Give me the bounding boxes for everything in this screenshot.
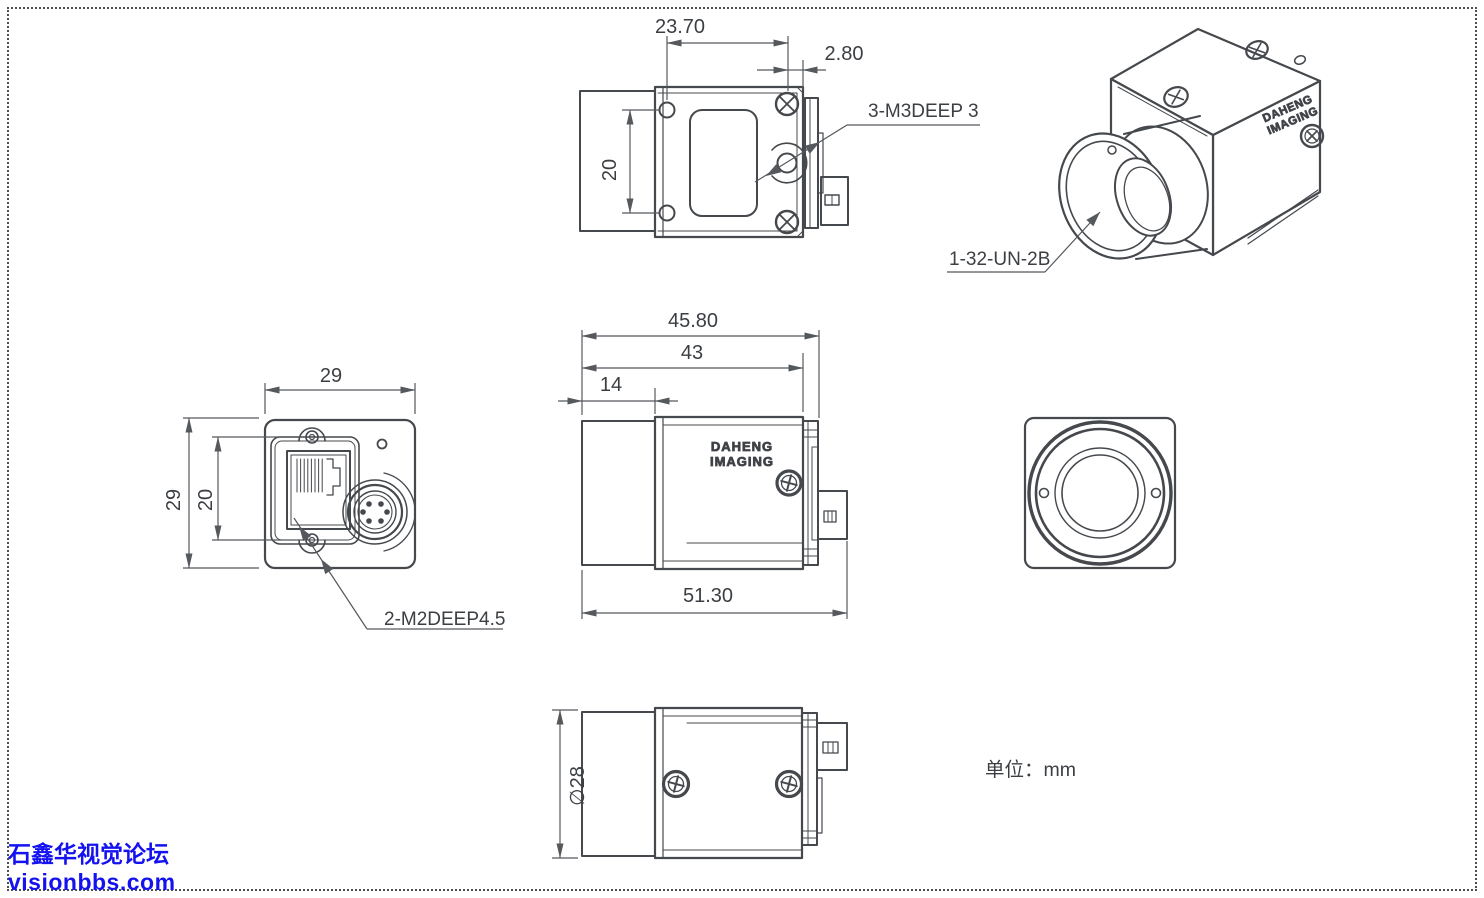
top-view-dimensions <box>622 36 980 214</box>
callout-1-32-un-2b: 1-32-UN-2B <box>949 249 1050 270</box>
lens-opening <box>1113 157 1173 237</box>
pin-hole <box>1150 487 1162 499</box>
lens-barrel <box>581 420 656 566</box>
unit-note: 单位：mm <box>985 759 1076 781</box>
daheng-imaging-logo: DAHENG IMAGING <box>710 439 774 470</box>
svg-text:IMAGING: IMAGING <box>710 454 774 469</box>
lens-opening <box>1061 454 1139 532</box>
dim-label-2-80: 2.80 <box>825 43 864 65</box>
watermark-site-url: visionbbs.com <box>8 869 176 895</box>
dim-label-20-back: 20 <box>195 489 217 511</box>
perspective-view: DAHENG IMAGING <box>1058 27 1325 260</box>
back-view-dimensions <box>183 383 503 630</box>
rear-plate <box>802 420 819 566</box>
phillips-screw-icon <box>1299 123 1325 149</box>
dim-label-23-70: 23.70 <box>655 16 705 38</box>
perspective-callout <box>947 211 1101 273</box>
phillips-screw-icon <box>775 469 803 497</box>
lens-mount-ring <box>1027 420 1173 566</box>
power-io-connector <box>342 472 416 552</box>
pin-hole <box>1038 487 1050 499</box>
bottom-view-dimensions <box>552 709 578 859</box>
phillips-screw-icon <box>774 209 800 235</box>
phillips-screw-icon <box>774 769 804 799</box>
io-connector <box>817 490 848 540</box>
watermark: 石鑫华视觉论坛 visionbbs.com <box>8 840 176 896</box>
io-connector <box>820 176 849 226</box>
led-indicator <box>376 438 388 450</box>
bottom-view <box>581 706 848 860</box>
m3-thread-hole <box>776 152 798 174</box>
callout-2-m2deep45: 2-M2DEEP4.5 <box>384 609 505 630</box>
callout-3-m3deep3: 3-M3DEEP 3 <box>868 101 979 122</box>
rim-pin-hole <box>1107 145 1117 155</box>
mounting-hole <box>658 101 676 119</box>
m2-screw-hole <box>305 430 319 444</box>
svg-text:DAHENG: DAHENG <box>711 439 773 454</box>
side-view: DAHENG IMAGING <box>581 415 848 571</box>
phillips-screw-icon <box>1163 86 1189 108</box>
phillips-screw-icon <box>774 91 800 117</box>
dim-label-20-top: 20 <box>599 159 621 181</box>
io-connector <box>816 722 848 771</box>
side-view-dimensions <box>558 330 848 619</box>
dim-label-51-30: 51.30 <box>683 585 733 607</box>
back-view <box>263 418 417 570</box>
dim-label-14: 14 <box>600 374 622 396</box>
mounting-hole <box>658 204 676 222</box>
camera-back-face <box>263 418 417 570</box>
dim-label-45-80: 45.80 <box>668 310 718 332</box>
camera-body <box>653 85 805 239</box>
dim-label-29-height: 29 <box>163 489 185 511</box>
dim-label-29-width: 29 <box>320 365 342 387</box>
body-recess <box>689 109 758 217</box>
top-view <box>579 85 849 239</box>
rear-plate <box>801 712 818 846</box>
camera-front-face <box>1023 416 1177 570</box>
phillips-screw-icon <box>661 769 691 799</box>
front-view <box>1023 416 1177 570</box>
phillips-screw-icon <box>1245 40 1269 60</box>
dim-label-dia-28: ∅28 <box>567 766 589 806</box>
lens-barrel <box>581 711 656 857</box>
rj45-ethernet-port <box>286 450 351 530</box>
dim-label-43: 43 <box>681 342 703 364</box>
watermark-forum-name: 石鑫华视觉论坛 <box>8 841 169 867</box>
